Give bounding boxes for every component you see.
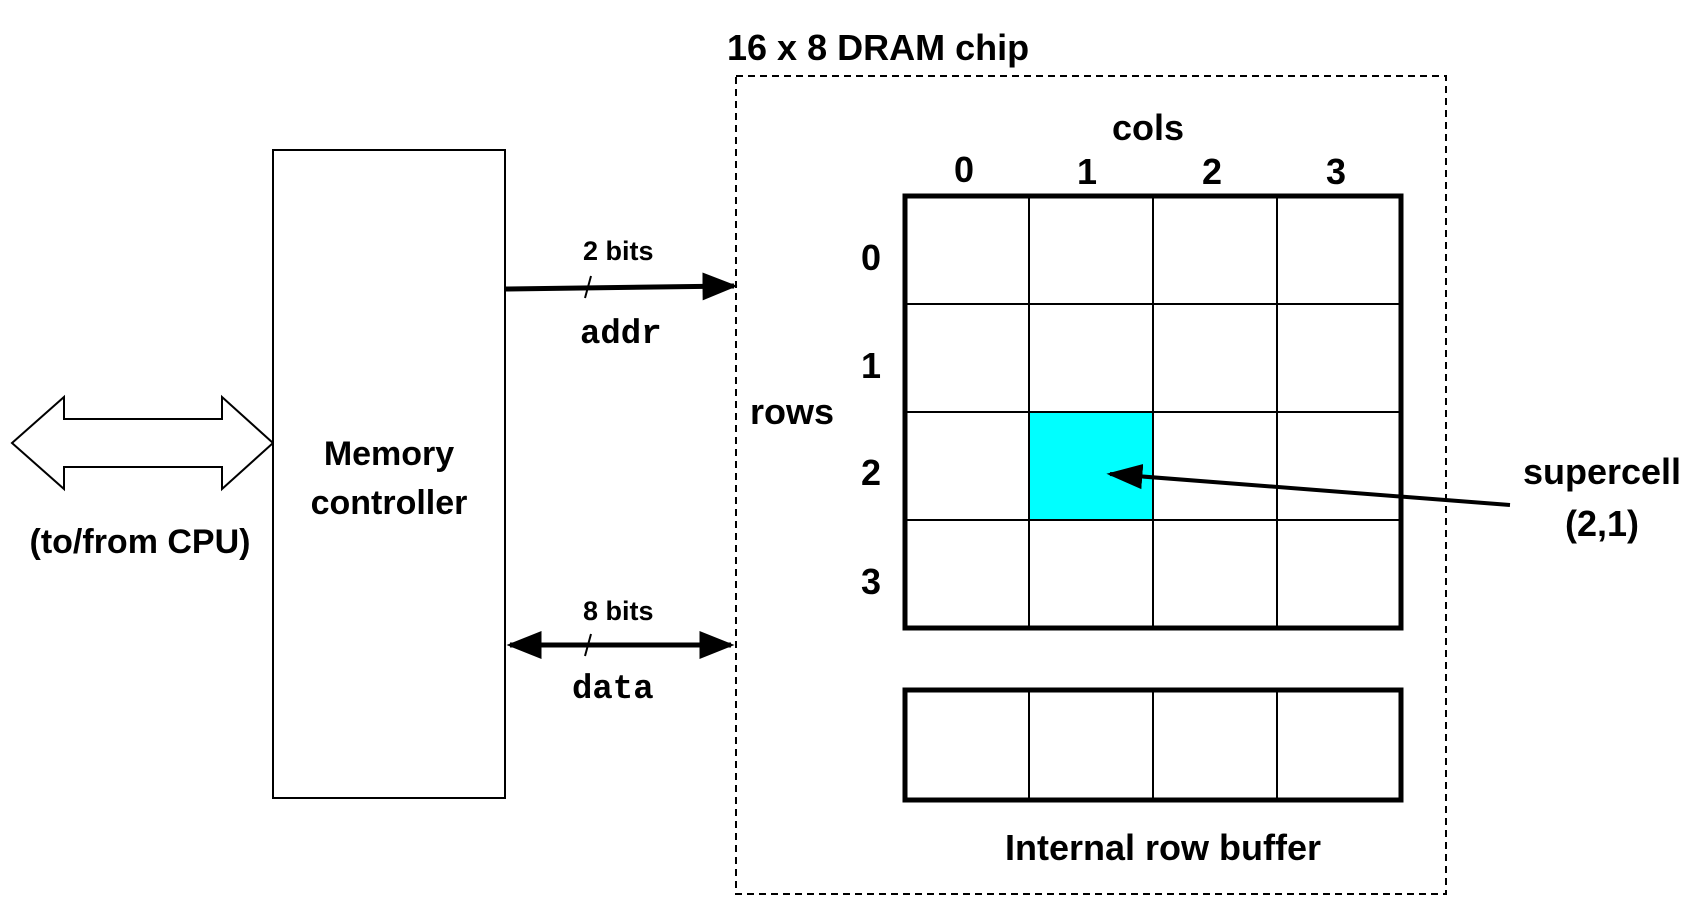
data-bus-name: data [572,671,654,709]
cpu-bus-arrow [10,394,275,492]
supercell-label-line1: supercell [1523,451,1681,492]
col-index-1: 1 [1077,151,1097,192]
row-index-1: 1 [861,345,881,386]
cpu-label: (to/from CPU) [30,523,251,561]
col-index-0: 0 [954,149,974,190]
data-bus-width-tick [584,633,592,657]
row-index-2: 2 [861,452,881,493]
addr-bus-width-label: 2 bits [583,236,654,266]
cell-array [905,196,1401,628]
row-index-3: 3 [861,561,881,602]
memory-controller-box [272,149,506,799]
addr-bus-name: addr [580,316,662,354]
row-buffer-label: Internal row buffer [1005,827,1321,868]
addr-bus-width-tick [584,275,592,299]
row-index-0: 0 [861,237,881,278]
memory-controller-label-line1: Memory [324,435,454,473]
cols-label: cols [1112,107,1184,148]
supercell-highlight [1029,412,1153,520]
rows-label: rows [750,391,834,432]
memory-controller-label-line2: controller [311,484,468,522]
cell-array-border [902,193,1404,631]
dram-chip-title: 16 x 8 DRAM chip [727,27,1029,68]
row-buffer-dividers [1028,690,1278,800]
col-index-2: 2 [1202,151,1222,192]
supercell-pointer-arrow [1106,463,1511,507]
col-index-3: 3 [1326,151,1346,192]
addr-bus-line [504,272,738,301]
dram-chip-boundary [735,75,1447,895]
data-bus-width-label: 8 bits [583,596,654,626]
supercell-label-line2: (2,1) [1565,503,1639,544]
